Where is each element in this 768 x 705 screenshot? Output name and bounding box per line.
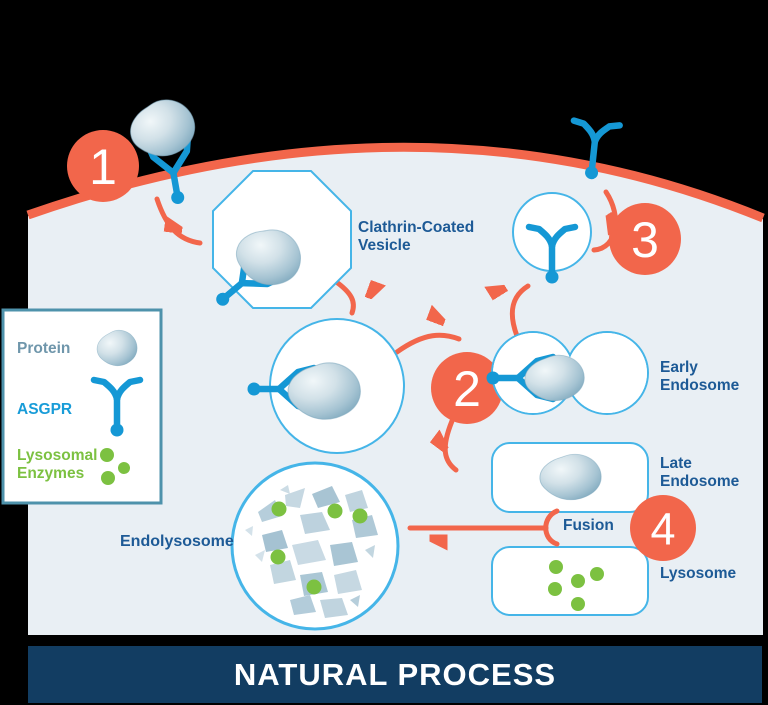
title-banner: NATURAL PROCESS: [28, 646, 762, 703]
legend-box: [1, 308, 163, 505]
step-2-number: 2: [453, 361, 481, 417]
lysosome-enzymes: [548, 560, 604, 611]
early-endosome-shape: [491, 331, 649, 415]
cell-membrane: [26, 142, 765, 223]
step-3-badge: [609, 203, 681, 275]
arrow-endosome-to-recycling: [512, 286, 531, 339]
endolysosome-label: Endolysosome: [120, 533, 234, 550]
endolysosome-enzymes: [270, 501, 368, 595]
legend-protein-label: Protein: [17, 340, 71, 357]
fusion-arrow: [407, 508, 560, 547]
enzyme-dots-icon: [100, 448, 130, 485]
legend-enzymes-label: Lysosomal Enzymes: [17, 447, 98, 482]
fusion-brace: [543, 508, 560, 547]
arrow-vesicle-to-sorting: [332, 278, 353, 316]
step-2-badge: [431, 352, 503, 424]
clathrin-vesicle-label: Clathrin-Coated Vesicle: [358, 219, 475, 254]
flow-arrows: [154, 189, 616, 473]
legend-asgpr-label: ASGPR: [17, 401, 73, 418]
arrow-sorting-to-step2: [394, 335, 462, 355]
diagram-title: NATURAL PROCESS: [233, 656, 557, 692]
arrow-step2-to-late: [445, 418, 459, 473]
lysosome-label: Lysosome: [660, 565, 737, 582]
late-endosome-cargo: [537, 451, 604, 504]
step-1-badge: [67, 130, 139, 202]
step-4-badge: [630, 495, 696, 561]
early-endosome-label: Early Endosome: [660, 359, 740, 394]
step-4-number: 4: [650, 503, 676, 555]
step-1-number: 1: [89, 139, 117, 195]
lysosome-shape: [491, 546, 649, 616]
arrow-recycling-to-membrane: [591, 189, 616, 253]
step-3-number: 3: [631, 212, 659, 268]
fusion-label: Fusion: [563, 517, 614, 534]
late-endosome-label: Late Endosome: [660, 455, 740, 490]
arrow-internalization: [154, 196, 203, 246]
